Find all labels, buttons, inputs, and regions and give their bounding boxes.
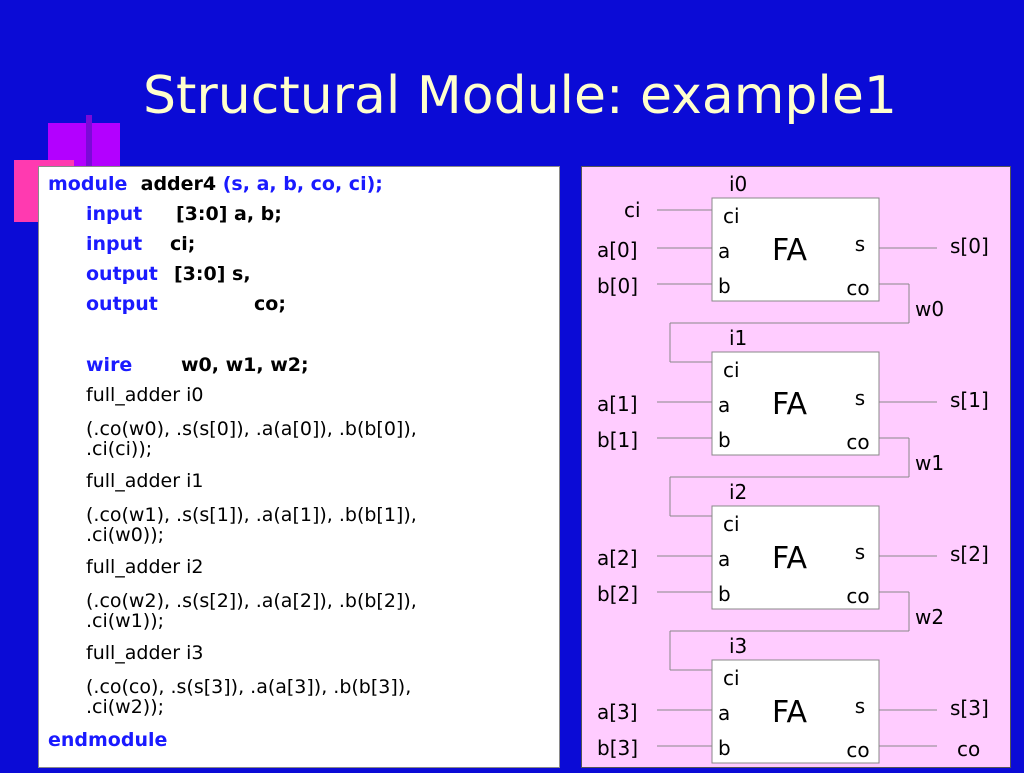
- code-text: [3:0] a, b;: [176, 203, 282, 225]
- input-b-label: b[2]: [597, 582, 638, 606]
- fa-label: FA: [772, 387, 808, 422]
- instance-label: i0: [729, 172, 747, 196]
- port-s-label: s: [855, 232, 865, 256]
- carry-wire-label: w0: [915, 297, 944, 321]
- port-a-label: a: [718, 701, 730, 725]
- code-keyword: output: [86, 263, 158, 285]
- code-keyword: input: [86, 203, 143, 225]
- decor-square-purple: [48, 123, 120, 167]
- port-a-label: a: [718, 547, 730, 571]
- carry-wire-label: w2: [915, 605, 944, 629]
- input-ci-label: ci: [624, 198, 641, 222]
- code-panel: module adder4 (s, a, b, co, ci); input [3…: [38, 166, 560, 768]
- code-text: co;: [254, 293, 286, 315]
- port-ci-label: ci: [723, 204, 740, 228]
- port-a-label: a: [718, 239, 730, 263]
- full-adder-block: [711, 505, 880, 610]
- port-co-label: co: [846, 584, 869, 608]
- port-b-label: b: [718, 428, 731, 452]
- output-s-label: s[0]: [950, 234, 989, 258]
- port-co-label: co: [846, 276, 869, 300]
- code-line-wire: wire w0, w1, w2;: [86, 354, 309, 376]
- instance-label: i3: [729, 634, 747, 658]
- fa-label: FA: [772, 541, 808, 576]
- code-instance-ports: .ci(ci));: [86, 438, 153, 460]
- code-module-name: adder4: [140, 173, 217, 195]
- port-co-label: co: [846, 738, 869, 762]
- port-s-label: s: [855, 540, 865, 564]
- code-instance-decl: full_adder i3: [86, 642, 204, 664]
- full-adder-block: [711, 351, 880, 456]
- code-instance-ports: (.co(w2), .s(s[2]), .a(a[2]), .b(b[2]),: [86, 590, 417, 612]
- code-instance-ports: .ci(w2));: [86, 696, 165, 718]
- code-keyword: output: [86, 293, 158, 315]
- code-text: w0, w1, w2;: [181, 354, 309, 376]
- code-instance-ports: .ci(w1));: [86, 610, 165, 632]
- output-s-label: s[2]: [950, 542, 989, 566]
- code-instance-decl: full_adder i0: [86, 384, 204, 406]
- input-a-label: a[3]: [597, 700, 638, 724]
- input-b-label: b[0]: [597, 274, 638, 298]
- fa-label: FA: [772, 695, 808, 730]
- output-s-label: s[3]: [950, 696, 989, 720]
- code-line-endmodule: endmodule: [48, 729, 168, 751]
- code-keyword: module: [48, 173, 128, 195]
- output-s-label: s[1]: [950, 388, 989, 412]
- input-b-label: b[1]: [597, 428, 638, 452]
- code-line-input-ab: input [3:0] a, b;: [86, 203, 282, 225]
- input-a-label: a[2]: [597, 546, 638, 570]
- port-s-label: s: [855, 694, 865, 718]
- port-co-label: co: [846, 430, 869, 454]
- code-instance-ports: .ci(w0));: [86, 524, 165, 546]
- code-keyword: wire: [86, 354, 133, 376]
- port-b-label: b: [718, 582, 731, 606]
- code-keyword: input: [86, 233, 143, 255]
- code-instance-decl: full_adder i1: [86, 470, 204, 492]
- full-adder-block: [711, 197, 880, 302]
- input-a-label: a[1]: [597, 392, 638, 416]
- port-a-label: a: [718, 393, 730, 417]
- code-line-output-s: output [3:0] s,: [86, 263, 251, 285]
- code-instance-ports: (.co(w0), .s(s[0]), .a(a[0]), .b(b[0]),: [86, 418, 417, 440]
- slide-title: Structural Module: example1: [143, 66, 897, 126]
- instance-label: i2: [729, 480, 747, 504]
- code-text: ci;: [170, 233, 196, 255]
- port-s-label: s: [855, 386, 865, 410]
- instance-label: i1: [729, 326, 747, 350]
- full-adder-block: [711, 659, 880, 764]
- code-line-module: module adder4 (s, a, b, co, ci);: [48, 173, 383, 195]
- code-text: [3:0] s,: [174, 263, 251, 285]
- input-b-label: b[3]: [597, 736, 638, 760]
- code-port-list: (s, a, b, co, ci);: [222, 173, 383, 195]
- port-ci-label: ci: [723, 512, 740, 536]
- port-ci-label: ci: [723, 358, 740, 382]
- code-instance-ports: (.co(co), .s(s[3]), .a(a[3]), .b(b[3]),: [86, 676, 412, 698]
- port-b-label: b: [718, 736, 731, 760]
- input-a-label: a[0]: [597, 238, 638, 262]
- carry-wire-label: w1: [915, 451, 944, 475]
- port-ci-label: ci: [723, 666, 740, 690]
- output-co-label: co: [957, 737, 980, 761]
- code-line-output-co: output co;: [86, 293, 286, 315]
- fa-label: FA: [772, 233, 808, 268]
- code-instance-decl: full_adder i2: [86, 556, 204, 578]
- port-b-label: b: [718, 274, 731, 298]
- code-instance-ports: (.co(w1), .s(s[1]), .a(a[1]), .b(b[1]),: [86, 504, 417, 526]
- code-line-input-ci: input ci;: [86, 233, 195, 255]
